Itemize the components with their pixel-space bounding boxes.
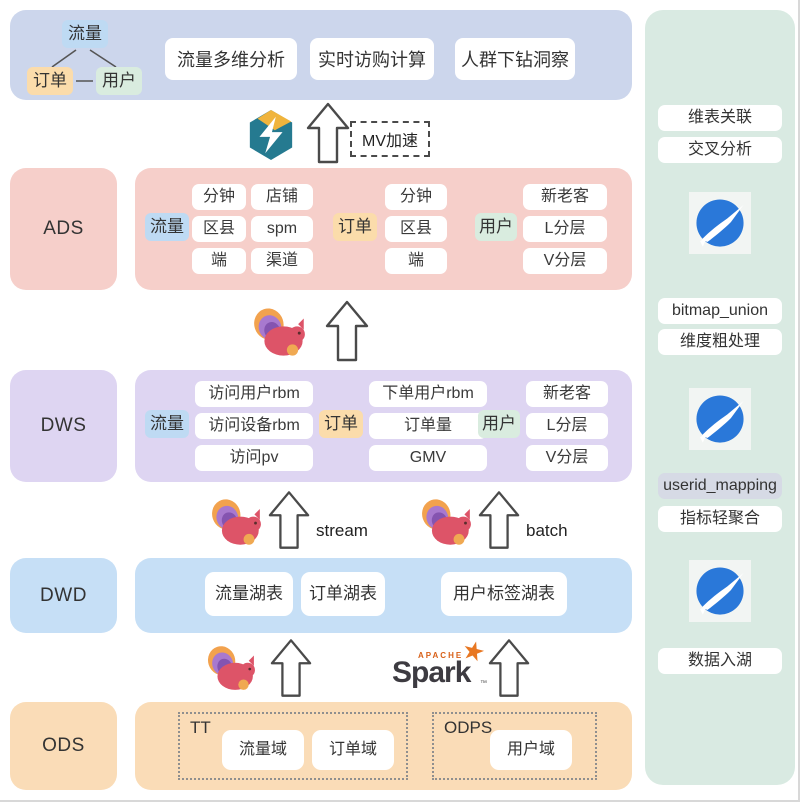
dws-cell: V分层 bbox=[526, 445, 608, 471]
spark-apache-text: APACHE bbox=[418, 651, 464, 660]
flink-squirrel-logo bbox=[206, 641, 256, 700]
ads-cell: 新老客 bbox=[523, 184, 607, 210]
up-arrow-icon bbox=[478, 489, 520, 556]
layer-content-ads: 流量 分钟 区县 端 店铺 spm 渠道 订单 分钟 区县 端 用户 新老客 L… bbox=[135, 168, 632, 290]
ods-group-odps: ODPS 用户域 bbox=[432, 712, 597, 780]
ads-traffic-column-1: 分钟 区县 端 bbox=[192, 184, 246, 274]
layer-content-dwd: 流量湖表 订单湖表 用户标签湖表 bbox=[135, 558, 632, 633]
dws-order-column: 下单用户rbm 订单量 GMV bbox=[369, 381, 487, 471]
chip-traffic: 流量 bbox=[145, 410, 189, 438]
sidebar-item-metric-light-aggregation: 指标轻聚合 bbox=[658, 506, 782, 532]
odps-group-label: ODPS bbox=[444, 718, 493, 737]
spark-trademark: ™ bbox=[480, 680, 487, 687]
up-arrow-icon bbox=[488, 637, 530, 704]
tree-node-user: 用户 bbox=[96, 67, 142, 95]
layer-content-dws: 流量 访问用户rbm 访问设备rbm 访问pv 订单 下单用户rbm 订单量 G… bbox=[135, 370, 632, 482]
dws-cell: 访问用户rbm bbox=[195, 381, 313, 407]
ods-group-tt: TT 流量域 订单域 bbox=[178, 712, 408, 780]
layer-label-ods: ODS bbox=[10, 702, 117, 790]
dws-cell: 访问pv bbox=[195, 445, 313, 471]
chip-user: 用户 bbox=[475, 213, 517, 241]
dwd-table-user-tag-lake: 用户标签湖表 bbox=[441, 572, 567, 616]
dws-cell: GMV bbox=[369, 445, 487, 471]
up-arrow-icon bbox=[325, 300, 369, 367]
spark-star-icon: ★ bbox=[458, 633, 489, 669]
ads-user-column: 新老客 L分层 V分层 bbox=[523, 184, 607, 274]
ads-order-column: 分钟 区县 端 bbox=[385, 184, 447, 274]
layer-label-dws: DWS bbox=[10, 370, 117, 482]
up-arrow-icon bbox=[306, 102, 350, 169]
dws-cell: 新老客 bbox=[526, 381, 608, 407]
tree-node-traffic: 流量 bbox=[62, 20, 108, 48]
card-traffic-multidim-analysis: 流量多维分析 bbox=[165, 38, 297, 80]
ads-cell: 分钟 bbox=[192, 184, 246, 210]
ads-cell: 端 bbox=[192, 248, 246, 274]
card-crowd-drilldown-insight: 人群下钻洞察 bbox=[455, 38, 575, 80]
sidebar-item-data-lake-ingestion: 数据入湖 bbox=[658, 648, 782, 674]
dws-cell: 订单量 bbox=[369, 413, 487, 439]
application-panel: 流量 订单 用户 流量多维分析 实时访购计算 人群下钻洞察 bbox=[10, 10, 632, 100]
chip-order: 订单 bbox=[333, 213, 377, 241]
dwd-table-traffic-lake: 流量湖表 bbox=[205, 572, 293, 616]
mv-acceleration-label: MV加速 bbox=[350, 121, 430, 157]
ads-cell: 渠道 bbox=[251, 248, 313, 274]
up-arrow-icon bbox=[270, 637, 312, 704]
dws-cell: L分层 bbox=[526, 413, 608, 439]
sidebar-item-dim-coarse-processing: 维度粗处理 bbox=[658, 329, 782, 355]
flink-squirrel-logo bbox=[252, 303, 306, 366]
sidebar-item-dim-table-join: 维表关联 bbox=[658, 105, 782, 131]
ads-cell: V分层 bbox=[523, 248, 607, 274]
dws-cell: 访问设备rbm bbox=[195, 413, 313, 439]
tree-connector-lines bbox=[51, 49, 117, 82]
ads-cell: spm bbox=[251, 216, 313, 242]
tree-node-order: 订单 bbox=[27, 67, 73, 95]
layer-label-ads: ADS bbox=[10, 168, 117, 290]
ads-cell: 区县 bbox=[192, 216, 246, 242]
spark-logo: APACHE Spark ★ ™ bbox=[392, 634, 492, 694]
ads-cell: 区县 bbox=[385, 216, 447, 242]
dws-user-column: 新老客 L分层 V分层 bbox=[526, 381, 608, 471]
sidebar-item-userid-mapping: userid_mapping bbox=[658, 473, 782, 499]
chip-order: 订单 bbox=[319, 410, 363, 438]
card-realtime-visit-purchase: 实时访购计算 bbox=[310, 38, 434, 80]
engine-capability-sidebar: 维表关联 交叉分析 bitmap_union 维度粗处理 userid_mapp… bbox=[645, 10, 795, 785]
ods-cell-traffic-domain: 流量域 bbox=[222, 730, 304, 770]
marlin-engine-logo bbox=[689, 560, 751, 622]
ods-cell-order-domain: 订单域 bbox=[312, 730, 394, 770]
hologres-hexagon-logo bbox=[246, 108, 296, 167]
layer-label-dwd: DWD bbox=[10, 558, 117, 633]
marlin-engine-logo bbox=[689, 388, 751, 450]
chip-traffic: 流量 bbox=[145, 213, 189, 241]
up-arrow-icon bbox=[268, 489, 310, 556]
ads-cell: 分钟 bbox=[385, 184, 447, 210]
sidebar-item-bitmap-union: bitmap_union bbox=[658, 298, 782, 324]
dws-cell: 下单用户rbm bbox=[369, 381, 487, 407]
marlin-engine-logo bbox=[689, 192, 751, 254]
flink-squirrel-logo bbox=[420, 494, 472, 555]
sidebar-item-cross-analysis: 交叉分析 bbox=[658, 137, 782, 163]
ads-cell: L分层 bbox=[523, 216, 607, 242]
stream-flow-label: stream bbox=[316, 521, 368, 540]
tt-group-label: TT bbox=[190, 718, 211, 737]
dws-traffic-column: 访问用户rbm 访问设备rbm 访问pv bbox=[195, 381, 313, 471]
spark-name-text: Spark bbox=[392, 656, 471, 689]
batch-flow-label: batch bbox=[526, 521, 568, 540]
layer-content-ods: TT 流量域 订单域 ODPS 用户域 bbox=[135, 702, 632, 790]
flink-squirrel-logo bbox=[210, 494, 262, 555]
dwd-table-order-lake: 订单湖表 bbox=[301, 572, 385, 616]
ods-cell-user-domain: 用户域 bbox=[490, 730, 572, 770]
ads-cell: 端 bbox=[385, 248, 447, 274]
ads-cell: 店铺 bbox=[251, 184, 313, 210]
ads-traffic-column-2: 店铺 spm 渠道 bbox=[251, 184, 313, 274]
chip-user: 用户 bbox=[478, 410, 520, 438]
